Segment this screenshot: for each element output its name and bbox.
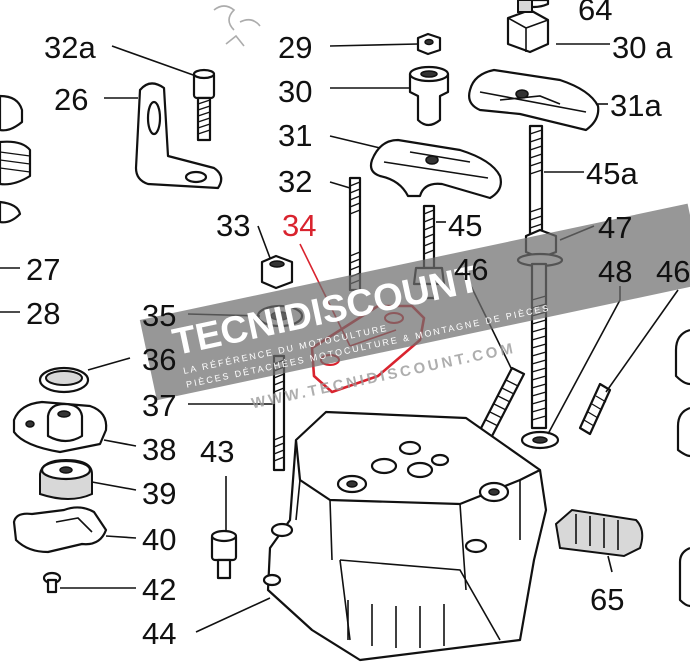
label-29: 29 (278, 30, 312, 65)
label-46: 46 (454, 252, 488, 287)
label-64: 64 (578, 0, 612, 27)
label-44: 44 (142, 616, 176, 651)
part-48-washer (520, 430, 560, 450)
part-29-nut (416, 32, 442, 56)
label-47: 47 (598, 210, 632, 245)
label-40: 40 (142, 522, 176, 557)
part-32-stud (348, 176, 362, 292)
part-45a-stud (528, 124, 544, 246)
label-37: 37 (142, 388, 176, 423)
label-43: 43 (200, 434, 234, 469)
label-33: 33 (216, 208, 250, 243)
part-43-bolt (210, 529, 238, 580)
part-32a-bolt (192, 68, 216, 142)
label-46-right: 46 (656, 254, 690, 289)
part-39-rubber-block (39, 458, 93, 500)
part-30-spacer (408, 65, 450, 127)
part-46-stud (476, 366, 526, 442)
label-26: 26 (54, 82, 88, 117)
label-32: 32 (278, 164, 312, 199)
label-36: 36 (142, 342, 176, 377)
leader-lines (0, 43, 679, 633)
label-31a: 31a (610, 88, 662, 123)
label-27: 27 (26, 252, 60, 287)
right-edge-partial-parts (674, 328, 690, 608)
label-65: 65 (590, 582, 624, 617)
part-40-plate (12, 506, 108, 554)
part-31-rocker-arm (369, 138, 502, 200)
label-42: 42 (142, 572, 176, 607)
label-39: 39 (142, 476, 176, 511)
part-65-block (554, 508, 644, 558)
part-30a-adjuster (506, 0, 550, 54)
label-45a: 45a (586, 156, 638, 191)
label-32a: 32a (44, 30, 96, 65)
part-31a-rocker-arm (468, 68, 600, 132)
label-45: 45 (448, 208, 482, 243)
part-26-bracket (134, 82, 223, 190)
label-30: 30 (278, 74, 312, 109)
label-31: 31 (278, 118, 312, 153)
watermark-band (139, 203, 690, 401)
part-36-disc (38, 366, 90, 394)
part-46b-stud (578, 382, 612, 436)
part-38-mount (12, 400, 108, 454)
label-34-highlighted: 34 (282, 208, 316, 243)
part-44-cylinder-head (262, 410, 548, 662)
label-35: 35 (142, 298, 176, 333)
part-labels: 64 32a 29 30 a 26 30 31a 31 32 45a 33 34… (26, 0, 690, 651)
part-33-nut (260, 254, 294, 290)
label-48: 48 (598, 254, 632, 289)
label-30a: 30 a (612, 30, 673, 65)
label-38: 38 (142, 432, 176, 467)
label-28: 28 (26, 296, 60, 331)
part-42-screw (42, 571, 62, 594)
faint-scribble (213, 5, 261, 47)
part-27-28-partial (0, 94, 32, 224)
